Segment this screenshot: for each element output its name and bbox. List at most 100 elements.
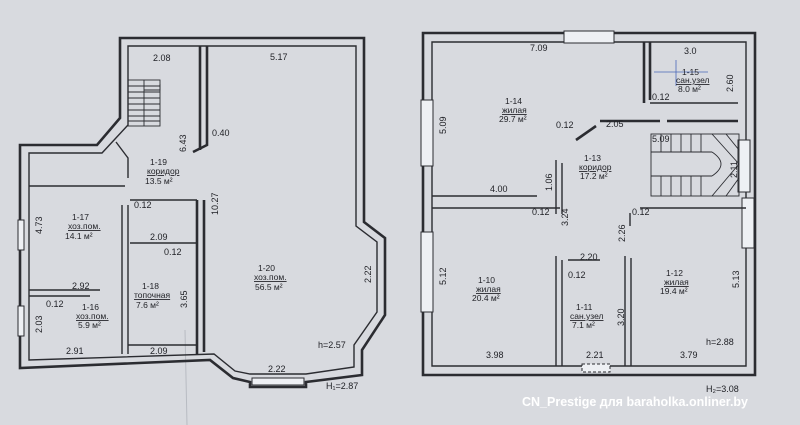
f2-dim-19: 5.13 (731, 270, 741, 288)
f2-dim-8: 5.09 (652, 134, 670, 144)
f2-room-1-12: 1-12 жилая 19.4 м² (660, 268, 689, 296)
f1-dim-5: 10.27 (210, 192, 220, 215)
floor1-inner-outline (28, 45, 378, 375)
svg-text:коридор: коридор (147, 166, 180, 176)
svg-text:сан.узел: сан.узел (570, 311, 604, 321)
svg-text:1-15: 1-15 (682, 67, 699, 77)
f1-dim-12: 2.03 (34, 315, 44, 333)
svg-text:7.1 м²: 7.1 м² (572, 320, 595, 330)
watermark-text: CN_Prestige для baraholka.onliner.by (522, 395, 748, 409)
f1-room-1-18: 1-18 топочная 7.6 м² (134, 281, 171, 310)
floor2-window-right-1 (737, 139, 751, 193)
svg-text:56.5 м²: 56.5 м² (255, 282, 283, 292)
f2-dim-17: 0.12 (568, 270, 586, 280)
f2-dim-15: 0.12 (632, 207, 650, 217)
svg-text:1-17: 1-17 (72, 212, 89, 222)
svg-text:20.4 м²: 20.4 м² (472, 293, 500, 303)
f2-dim-20: 3.20 (616, 308, 626, 326)
f2-room-1-15: 1-15 сан.узел 8.0 м² (676, 67, 710, 94)
paper-fold-line (184, 329, 188, 425)
svg-text:1-19: 1-19 (150, 157, 167, 167)
f1-dim-3: 0.40 (212, 128, 230, 138)
floor2-partition-6 (575, 124, 597, 142)
f1-dim-7: 0.12 (134, 200, 152, 210)
svg-text:17.2 м²: 17.2 м² (580, 171, 608, 181)
f1-dim-8: 2.09 (150, 232, 168, 242)
floor2-window-left-1 (420, 99, 434, 167)
svg-text:1-12: 1-12 (666, 268, 683, 278)
svg-text:1-16: 1-16 (82, 302, 99, 312)
svg-text:хоз.пом.: хоз.пом. (76, 311, 109, 321)
f2-dim-23: 3.79 (680, 350, 698, 360)
floor1-window-bottom (251, 377, 305, 386)
svg-text:1-20: 1-20 (258, 263, 275, 273)
svg-text:1-13: 1-13 (584, 153, 601, 163)
floor2-window-top (563, 30, 615, 44)
f2-dim-14: 2.26 (617, 224, 627, 242)
f1-dim-9: 0.12 (164, 247, 182, 257)
svg-text:19.4 м²: 19.4 м² (660, 286, 688, 296)
f2-dim-5: 5.09 (438, 116, 448, 134)
svg-text:жилая: жилая (502, 105, 527, 115)
f2-dim-18: 5.12 (438, 267, 448, 285)
f2-dim-4: 0.12 (652, 92, 670, 102)
svg-text:7.6 м²: 7.6 м² (136, 300, 159, 310)
svg-text:коридор: коридор (579, 162, 612, 172)
f1-dim-2: 5.17 (270, 52, 288, 62)
floor2-level: H₂=3.08 (706, 384, 739, 394)
floor-2-plan: 7.09 3.0 2.60 0.12 5.09 0.12 2.05 5.09 2… (420, 30, 757, 394)
svg-text:8.0 м²: 8.0 м² (678, 84, 701, 94)
f2-dim-7: 2.05 (606, 119, 624, 129)
f1-room-1-17: 1-17 хоз.пом. 14.1 м² (65, 212, 101, 241)
f2-dim-10: 1.06 (544, 173, 554, 191)
f2-dim-21: 3.98 (486, 350, 504, 360)
f1-room-1-16: 1-16 хоз.пом. 5.9 м² (76, 302, 109, 330)
svg-text:жилая: жилая (664, 277, 689, 287)
svg-text:1-11: 1-11 (576, 302, 593, 312)
floor2-window-left-2 (420, 231, 434, 313)
f2-dim-12: 0.12 (532, 207, 550, 217)
svg-text:жилая: жилая (476, 284, 501, 294)
f2-dim-9: 2.11 (729, 161, 739, 178)
f1-room-1-20: 1-20 хоз.пом. 56.5 м² (254, 263, 287, 292)
svg-text:13.5 м²: 13.5 м² (145, 176, 173, 186)
f2-dim-13: 3.24 (560, 208, 570, 226)
f1-dim-17: 2.22 (268, 364, 286, 374)
f2-dim-2: 3.0 (684, 46, 697, 56)
f2-room-1-13: 1-13 коридор 17.2 м² (579, 153, 612, 181)
f1-dim-16: 2.09 (150, 346, 168, 356)
svg-text:топочная: топочная (134, 290, 171, 300)
f2-dim-22: 2.21 (586, 350, 604, 360)
floor1-staircase (127, 79, 161, 127)
f1-dim-10: 2.92 (72, 281, 90, 291)
floor2-bathroom-mark (654, 60, 708, 86)
floor2-door-bottom (581, 363, 611, 373)
f2-dim-11: 4.00 (490, 184, 508, 194)
floor1-level: H₁=2.87 (326, 381, 358, 391)
f2-dim-1: 7.09 (530, 43, 548, 53)
floor2-height: h=2.88 (706, 337, 734, 347)
f2-dim-3: 2.60 (725, 74, 735, 92)
f1-dim-14: 2.22 (363, 265, 373, 283)
svg-text:14.1 м²: 14.1 м² (65, 231, 93, 241)
f1-dim-1: 2.08 (153, 53, 171, 63)
svg-text:1-18: 1-18 (142, 281, 159, 291)
f1-dim-15: 2.91 (66, 346, 84, 356)
f1-room-1-19: 1-19 коридор 13.5 м² (145, 157, 180, 186)
f1-dim-13: 3.65 (179, 290, 189, 308)
floor1-window-left-1 (17, 219, 25, 251)
floor1-outer-wall (18, 36, 387, 389)
f2-dim-6: 0.12 (556, 120, 574, 130)
f1-dim-6: 4.73 (34, 216, 44, 234)
svg-text:5.9 м²: 5.9 м² (78, 320, 101, 330)
svg-text:сан.узел: сан.узел (676, 75, 710, 85)
floor1-window-left-2 (17, 305, 25, 337)
floor1-partition-2 (192, 46, 209, 154)
f1-dim-11: 0.12 (46, 299, 64, 309)
svg-text:хоз.пом.: хоз.пом. (254, 272, 287, 282)
floor-1-plan: 2.08 5.17 0.40 6.43 10.27 4.73 0.12 2.09… (17, 36, 387, 391)
f1-dim-4: 6.43 (178, 134, 188, 152)
svg-text:29.7 м²: 29.7 м² (499, 114, 527, 124)
